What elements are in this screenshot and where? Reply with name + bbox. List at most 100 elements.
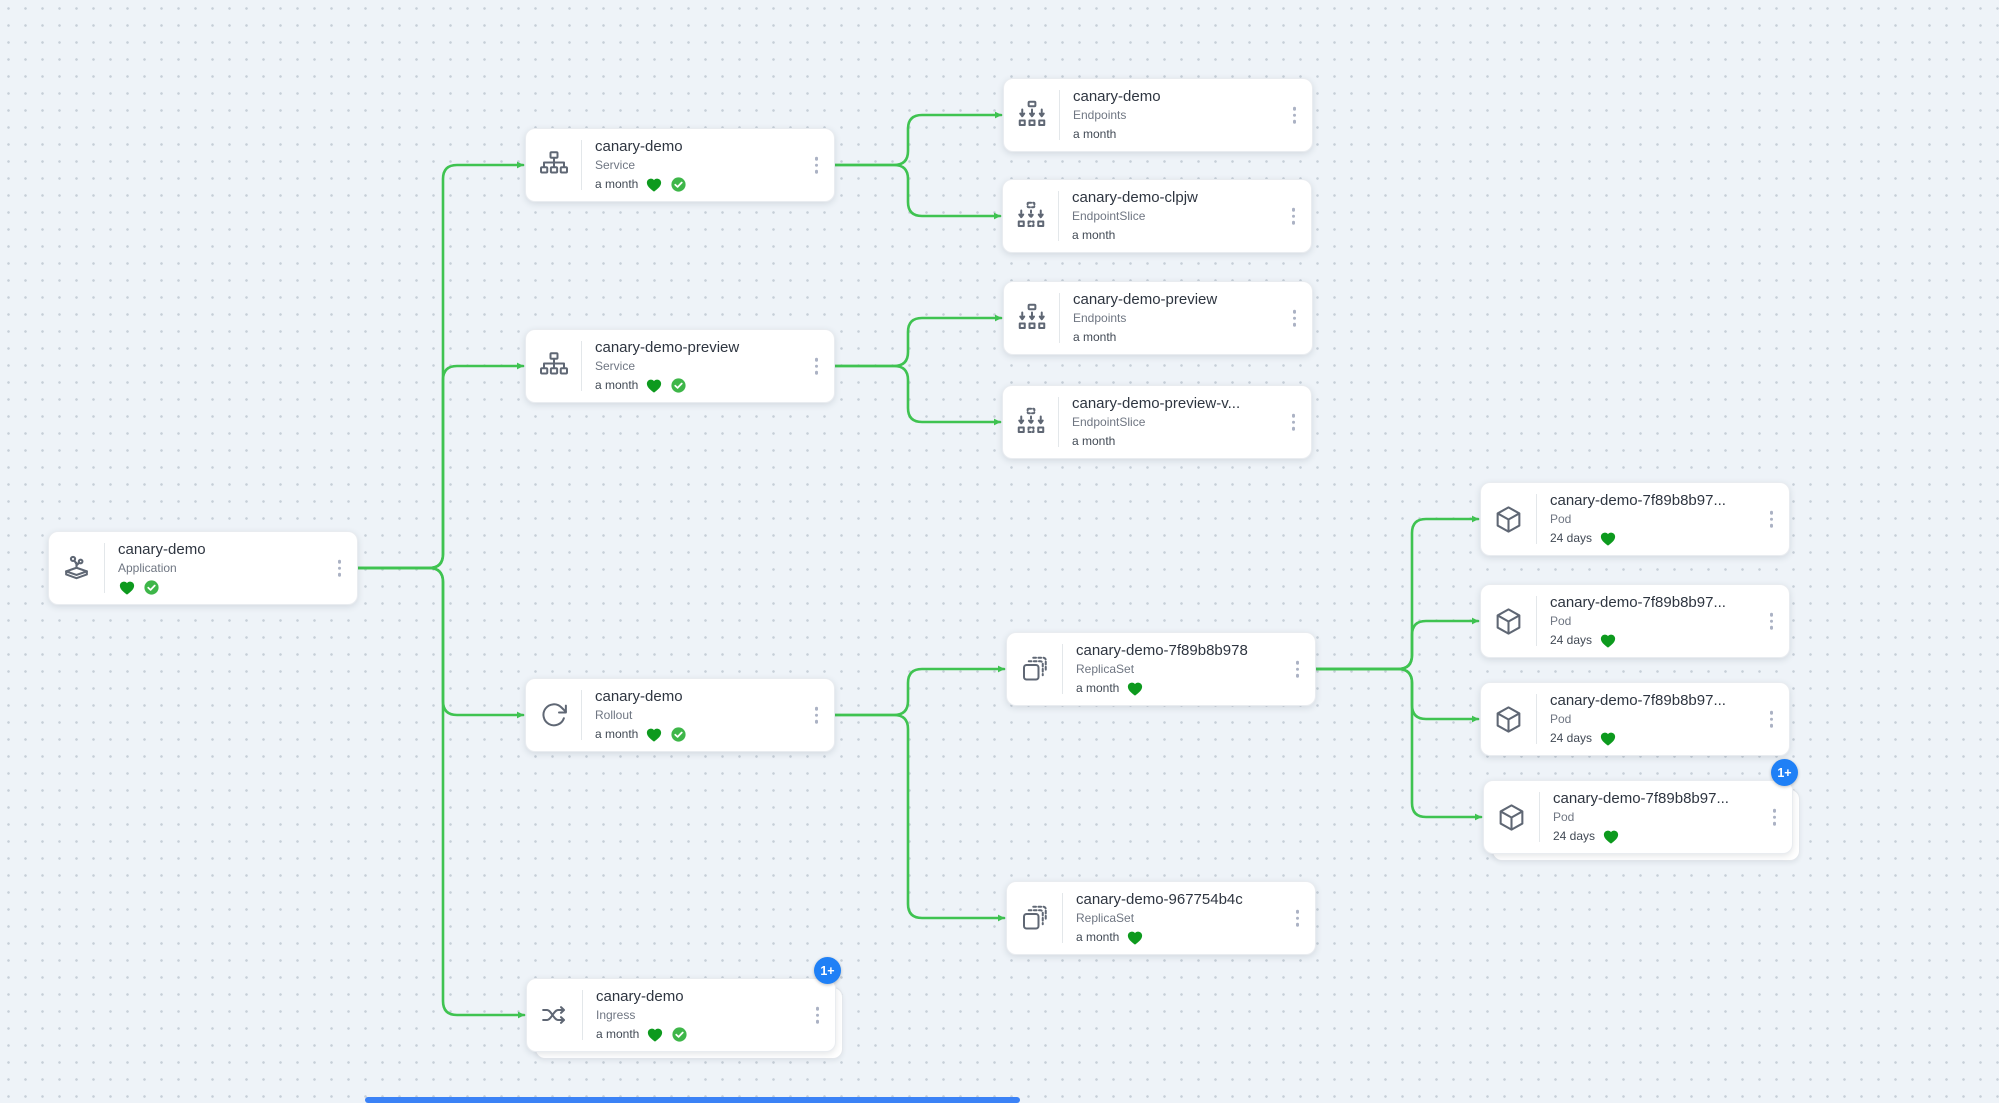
node-menu-button[interactable]	[1766, 609, 1778, 634]
node-divider	[581, 690, 582, 740]
endpointslice-icon	[1003, 407, 1058, 437]
health-heart-icon	[645, 176, 663, 194]
resource-kind: Application	[118, 560, 177, 575]
resource-node-pod[interactable]: canary-demo-7f89b8b97... Pod 24 days 1+	[1483, 759, 1800, 861]
health-heart-icon	[118, 579, 136, 597]
sync-check-icon	[671, 1026, 688, 1043]
resource-name: canary-demo-967754b4c	[1076, 890, 1243, 908]
resource-node-ingress[interactable]: canary-demo Ingress a month 1+	[526, 957, 843, 1059]
node-menu-button[interactable]	[811, 354, 823, 379]
resource-kind: Pod	[1553, 809, 1575, 824]
edge-app-to-ingress	[356, 566, 526, 1019]
resource-age: a month	[1073, 127, 1117, 141]
edge-rs1-to-pod2	[1314, 617, 1480, 671]
resource-kind: Endpoints	[1073, 311, 1127, 325]
resource-node-rollout[interactable]: canary-demo Rollout a month	[525, 678, 835, 752]
node-menu-button[interactable]	[1288, 410, 1300, 435]
node-divider	[1059, 90, 1060, 140]
resource-node-endpointslice[interactable]: canary-demo-clpjw EndpointSlice a month	[1002, 179, 1312, 253]
resource-node-endpoints[interactable]: canary-demo Endpoints a month	[1003, 78, 1313, 152]
node-menu-button[interactable]	[334, 556, 346, 581]
health-heart-icon	[646, 1026, 664, 1044]
endpoints-icon	[1004, 100, 1059, 130]
resource-node-service[interactable]: canary-demo Service a month	[525, 128, 835, 202]
edge-svc2-to-ep2	[833, 314, 1003, 368]
resource-name: canary-demo	[1073, 88, 1161, 105]
resource-node-application[interactable]: canary-demo Application	[48, 531, 358, 605]
resource-name: canary-demo	[595, 687, 683, 705]
node-divider	[1058, 191, 1059, 241]
resource-kind: EndpointSlice	[1072, 209, 1146, 223]
resource-age: 24 days	[1550, 531, 1593, 545]
resource-node-endpoints[interactable]: canary-demo-preview Endpoints a month	[1003, 281, 1313, 355]
node-divider	[1536, 694, 1537, 744]
sync-check-icon	[670, 726, 687, 743]
resource-name: canary-demo	[595, 137, 683, 155]
more-items-badge[interactable]: 1+	[1771, 759, 1798, 786]
endpoints-icon	[1004, 303, 1059, 333]
node-divider	[581, 341, 582, 391]
node-menu-button[interactable]	[1292, 657, 1304, 682]
node-menu-button[interactable]	[1288, 204, 1300, 229]
health-heart-icon	[1599, 530, 1617, 548]
resource-name: canary-demo-preview	[1073, 291, 1218, 308]
node-menu-button[interactable]	[1289, 306, 1301, 331]
resource-node-endpointslice[interactable]: canary-demo-preview-v... EndpointSlice a…	[1002, 385, 1312, 459]
resource-node-pod[interactable]: canary-demo-7f89b8b97... Pod 24 days	[1480, 682, 1790, 756]
more-items-badge[interactable]: 1+	[814, 957, 841, 984]
node-menu-button[interactable]	[811, 153, 823, 178]
service-icon	[526, 150, 581, 180]
health-heart-icon	[1599, 730, 1617, 748]
resource-age: 24 days	[1550, 731, 1593, 745]
endpointslice-icon	[1003, 201, 1058, 231]
node-divider	[1536, 596, 1537, 646]
horizontal-scrollbar-thumb[interactable]	[365, 1097, 1020, 1103]
node-divider	[1536, 494, 1537, 544]
resource-name: canary-demo-7f89b8b97...	[1553, 789, 1729, 807]
resource-kind: Ingress	[596, 1007, 636, 1022]
node-divider	[1539, 792, 1540, 842]
health-heart-icon	[1599, 632, 1617, 650]
service-icon	[526, 351, 581, 381]
resource-name: canary-demo	[118, 540, 206, 558]
resource-age: a month	[596, 1027, 640, 1041]
resource-kind: ReplicaSet	[1076, 910, 1135, 925]
resource-age: a month	[1072, 434, 1116, 448]
resource-node-service[interactable]: canary-demo-preview Service a month	[525, 329, 835, 403]
argo-application-icon	[49, 553, 104, 584]
pod-icon	[1481, 606, 1536, 637]
resource-name: canary-demo-preview-v...	[1072, 395, 1241, 412]
resource-node-replicaset[interactable]: canary-demo-967754b4c ReplicaSet a month	[1006, 881, 1316, 955]
resource-age: a month	[1072, 228, 1116, 242]
resource-name: canary-demo-clpjw	[1072, 189, 1198, 206]
resource-kind: EndpointSlice	[1072, 415, 1146, 429]
resource-name: canary-demo-7f89b8b97...	[1550, 593, 1726, 611]
resource-node-pod[interactable]: canary-demo-7f89b8b97... Pod 24 days	[1480, 482, 1790, 556]
node-menu-button[interactable]	[1292, 906, 1304, 931]
resource-node-replicaset[interactable]: canary-demo-7f89b8b978 ReplicaSet a mont…	[1006, 632, 1316, 706]
edge-svc2-to-eps2	[833, 364, 1002, 426]
rollout-icon	[526, 700, 581, 730]
health-heart-icon	[1126, 929, 1144, 947]
resource-age: 24 days	[1550, 633, 1593, 647]
node-menu-button[interactable]	[1766, 707, 1778, 732]
resource-node-pod[interactable]: canary-demo-7f89b8b97... Pod 24 days	[1480, 584, 1790, 658]
node-menu-button[interactable]	[1769, 805, 1781, 830]
node-divider	[1058, 397, 1059, 447]
node-menu-button[interactable]	[811, 703, 823, 728]
node-menu-button[interactable]	[812, 1003, 824, 1028]
resource-age: a month	[1076, 930, 1120, 944]
edge-rs1-to-pod4	[1314, 667, 1483, 821]
resource-age: a month	[1076, 681, 1120, 695]
resource-kind: Endpoints	[1073, 108, 1127, 122]
node-menu-button[interactable]	[1766, 507, 1778, 532]
resource-name: canary-demo-7f89b8b97...	[1550, 491, 1726, 509]
sync-check-icon	[670, 176, 687, 193]
edge-svc1-to-eps1	[833, 163, 1002, 220]
resource-kind: Pod	[1550, 511, 1572, 526]
resource-kind: Rollout	[595, 707, 633, 722]
edge-app-to-rollout	[356, 566, 525, 719]
node-menu-button[interactable]	[1289, 103, 1301, 128]
resource-age: a month	[595, 727, 639, 741]
